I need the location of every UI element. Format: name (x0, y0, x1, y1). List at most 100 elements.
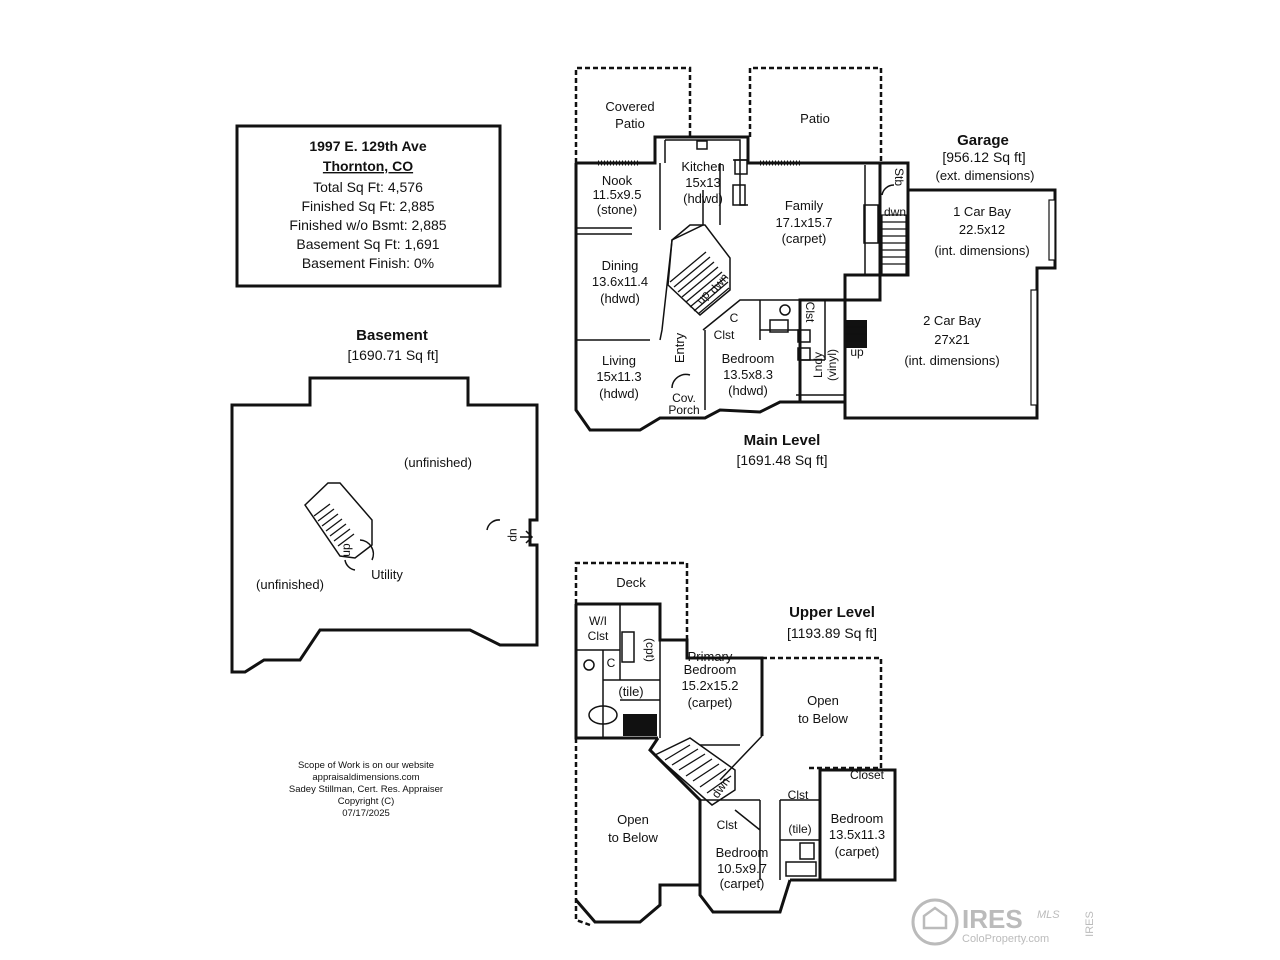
living-label: Living (602, 353, 636, 368)
open-below-1-outline (762, 656, 883, 770)
bedroom-b-label: Bedroom (716, 845, 769, 860)
bay1-size: 22.5x12 (959, 222, 1005, 237)
laundry-label: Lndy (811, 352, 825, 378)
ires-logo: IRES MLS ColoProperty.com IRES (911, 898, 1096, 946)
main-stair-enclosure (667, 224, 731, 317)
fireplace-icon (863, 204, 879, 244)
garage-outline (843, 161, 1057, 420)
garage-stair-up: up (850, 345, 864, 359)
sink-icon (696, 140, 708, 150)
dining-size: 13.6x11.4 (592, 274, 648, 289)
family-size: 17.1x15.7 (775, 215, 832, 230)
nook-size: 11.5x9.5 (593, 187, 642, 202)
patio-outline (748, 66, 883, 163)
main-clst2-label: Clst (803, 302, 817, 323)
arrow-icon (520, 530, 534, 544)
patio-label: Patio (800, 111, 830, 126)
main-interior-walls (577, 163, 866, 410)
wi-closet-label-2: Clst (588, 629, 609, 643)
primary-bedroom-floor: (carpet) (688, 695, 733, 710)
bay2-size: 27x21 (934, 332, 969, 347)
bedroom-a-size: 13.5x11.3 (829, 827, 885, 842)
open-below-2-label-2: to Below (608, 830, 658, 845)
credit-line-5: 07/17/2025 (342, 808, 390, 819)
washer-icon (797, 329, 811, 343)
upper-stair-enclosure (653, 737, 736, 806)
basement-unfinished-2: (unfinished) (256, 577, 324, 592)
bedroom-a-floor: (carpet) (835, 844, 880, 859)
upper-stairs (664, 744, 732, 794)
garage-dwn-label: dwn (884, 205, 906, 219)
nook-floor: (stone) (597, 202, 637, 217)
garage-title: Garage (957, 132, 1009, 149)
bay2-dims-note: (int. dimensions) (904, 353, 999, 368)
bedroom-main-label: Bedroom (722, 351, 775, 366)
bay1-label: 1 Car Bay (953, 204, 1011, 219)
main-clst-label: Clst (714, 328, 735, 342)
kitchen-label: Kitchen (681, 159, 724, 174)
range-icon (734, 159, 748, 175)
upper-level-title: Upper Level (789, 604, 875, 621)
basement-unfinished-1: (unfinished) (404, 455, 472, 470)
garage-stairs (881, 214, 907, 276)
shower-icon (623, 714, 657, 736)
garage-storage-label: Stb (892, 168, 906, 186)
basement-area: [1690.71 Sq ft] (347, 347, 438, 363)
garage-door-1 (1048, 199, 1056, 261)
main-level-outline (574, 135, 882, 432)
covered-patio-label-2: Patio (615, 116, 645, 131)
closet-label: Closet (850, 768, 885, 782)
laundry-floor: (vinyl) (825, 349, 839, 381)
upper-interior-walls (576, 604, 820, 880)
main-level-title: Main Level (744, 432, 821, 449)
main-stairs (669, 251, 730, 315)
basement-exit-door (486, 519, 501, 531)
hall-clst-label: Clst (788, 788, 809, 802)
garage-door-swing (881, 184, 895, 196)
basement-title: Basement (356, 327, 428, 344)
toilet-icon (779, 304, 791, 316)
main-level-plan: Covered Patio Patio up dwn (574, 66, 883, 468)
garage-ext-dims: (ext. dimensions) (936, 168, 1035, 183)
main-level-area: [1691.48 Sq ft] (736, 452, 827, 468)
upper-level-outline (574, 602, 897, 924)
address-text: 1997 E. 129th Ave (309, 138, 426, 154)
entry-door-swing (671, 373, 691, 389)
credit-line-2: appraisaldimensions.com (312, 772, 419, 783)
hall-bath-tile: (tile) (788, 822, 811, 836)
logo-mls: MLS (1037, 909, 1060, 921)
property-info-box: 1997 E. 129th Ave Thornton, CO Total Sq … (235, 124, 502, 288)
kitchen-floor: (hdwd) (683, 191, 723, 206)
logo-side: IRES (1084, 911, 1096, 937)
upper-c-label: C (607, 656, 616, 670)
logo-site: ColoProperty.com (962, 933, 1049, 945)
credits-block: Scope of Work is on our website appraisa… (289, 760, 443, 819)
basement-stair-up: up (339, 543, 353, 557)
bathtub-icon (588, 705, 618, 725)
bedroom-a-label: Bedroom (831, 811, 884, 826)
bedroom-main-floor: (hdwd) (728, 383, 768, 398)
dining-label: Dining (602, 258, 639, 273)
deck-outline (574, 561, 689, 640)
logo-name: IRES (962, 904, 1023, 934)
basement-door-swing (359, 539, 375, 561)
fridge-icon (732, 184, 746, 206)
covered-patio-label-1: Covered (605, 99, 654, 114)
dining-floor: (hdwd) (600, 291, 640, 306)
total-sqft-text: Total Sq Ft: 4,576 (313, 179, 423, 195)
covered-patio-outline (574, 66, 692, 163)
open-below-2-outline (574, 738, 591, 927)
upper-level-area: [1193.89 Sq ft] (787, 625, 877, 641)
main-c-label: C (730, 311, 739, 325)
bay2-label: 2 Car Bay (923, 313, 981, 328)
vanity-icon (769, 319, 789, 333)
primary-bedroom-label-2: Bedroom (684, 662, 737, 677)
city-text: Thornton, CO (323, 158, 413, 174)
deck-label: Deck (616, 575, 646, 590)
cpt-label: (cpt) (643, 638, 657, 662)
finished-sqft-text: Finished Sq Ft: 2,885 (301, 198, 434, 214)
basement-outline (230, 376, 539, 674)
credit-line-4: Copyright (C) (338, 796, 395, 807)
house-icon (922, 906, 948, 930)
